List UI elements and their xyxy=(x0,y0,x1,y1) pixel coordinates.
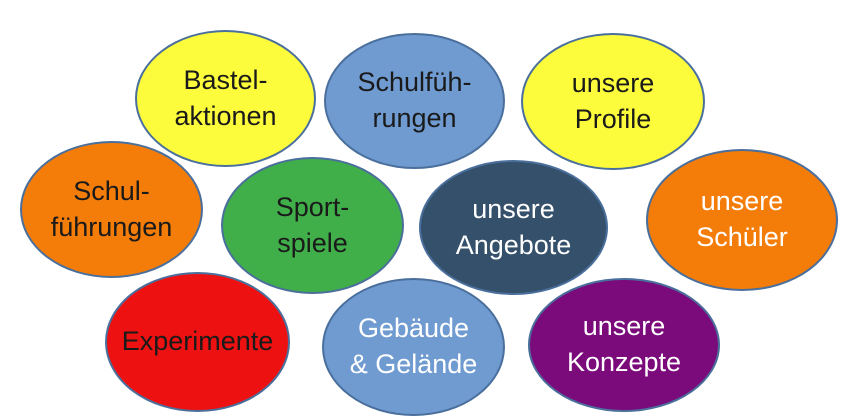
bubble-label: Gebäude & Gelände xyxy=(349,313,478,379)
bubble-label: Sport- spiele xyxy=(275,191,350,258)
bubble-konzepte[interactable]: unsere Konzepte xyxy=(528,278,720,412)
bubble-bastelaktionen[interactable]: Bastel- aktionen xyxy=(135,30,316,167)
bubble-label: unsere Schüler xyxy=(696,186,788,252)
bubble-center-angebote[interactable]: unsere Angebote xyxy=(419,160,608,295)
bubble-label: Schulfüh- rungen xyxy=(357,67,472,133)
bubble-schulfuehrungen-left[interactable]: Schul- führungen xyxy=(20,141,203,278)
bubble-sportspiele[interactable]: Sport- spiele xyxy=(221,157,404,294)
bubble-schueler[interactable]: unsere Schüler xyxy=(646,149,838,291)
bubble-experimente[interactable]: Experimente xyxy=(105,272,290,412)
bubble-label: Bastel- aktionen xyxy=(174,64,277,131)
bubble-profile[interactable]: unsere Profile xyxy=(521,33,705,170)
bubble-label: Experimente xyxy=(121,326,274,357)
bubble-gebaeude[interactable]: Gebäude & Gelände xyxy=(322,278,505,416)
bubble-schulfuehrungen-top[interactable]: Schulfüh- rungen xyxy=(324,33,505,169)
bubble-label: unsere Profile xyxy=(571,67,655,134)
bubble-label: unsere Konzepte xyxy=(566,311,682,377)
bubble-label: Schul- führungen xyxy=(50,175,173,242)
bubble-label: unsere Angebote xyxy=(455,193,572,260)
